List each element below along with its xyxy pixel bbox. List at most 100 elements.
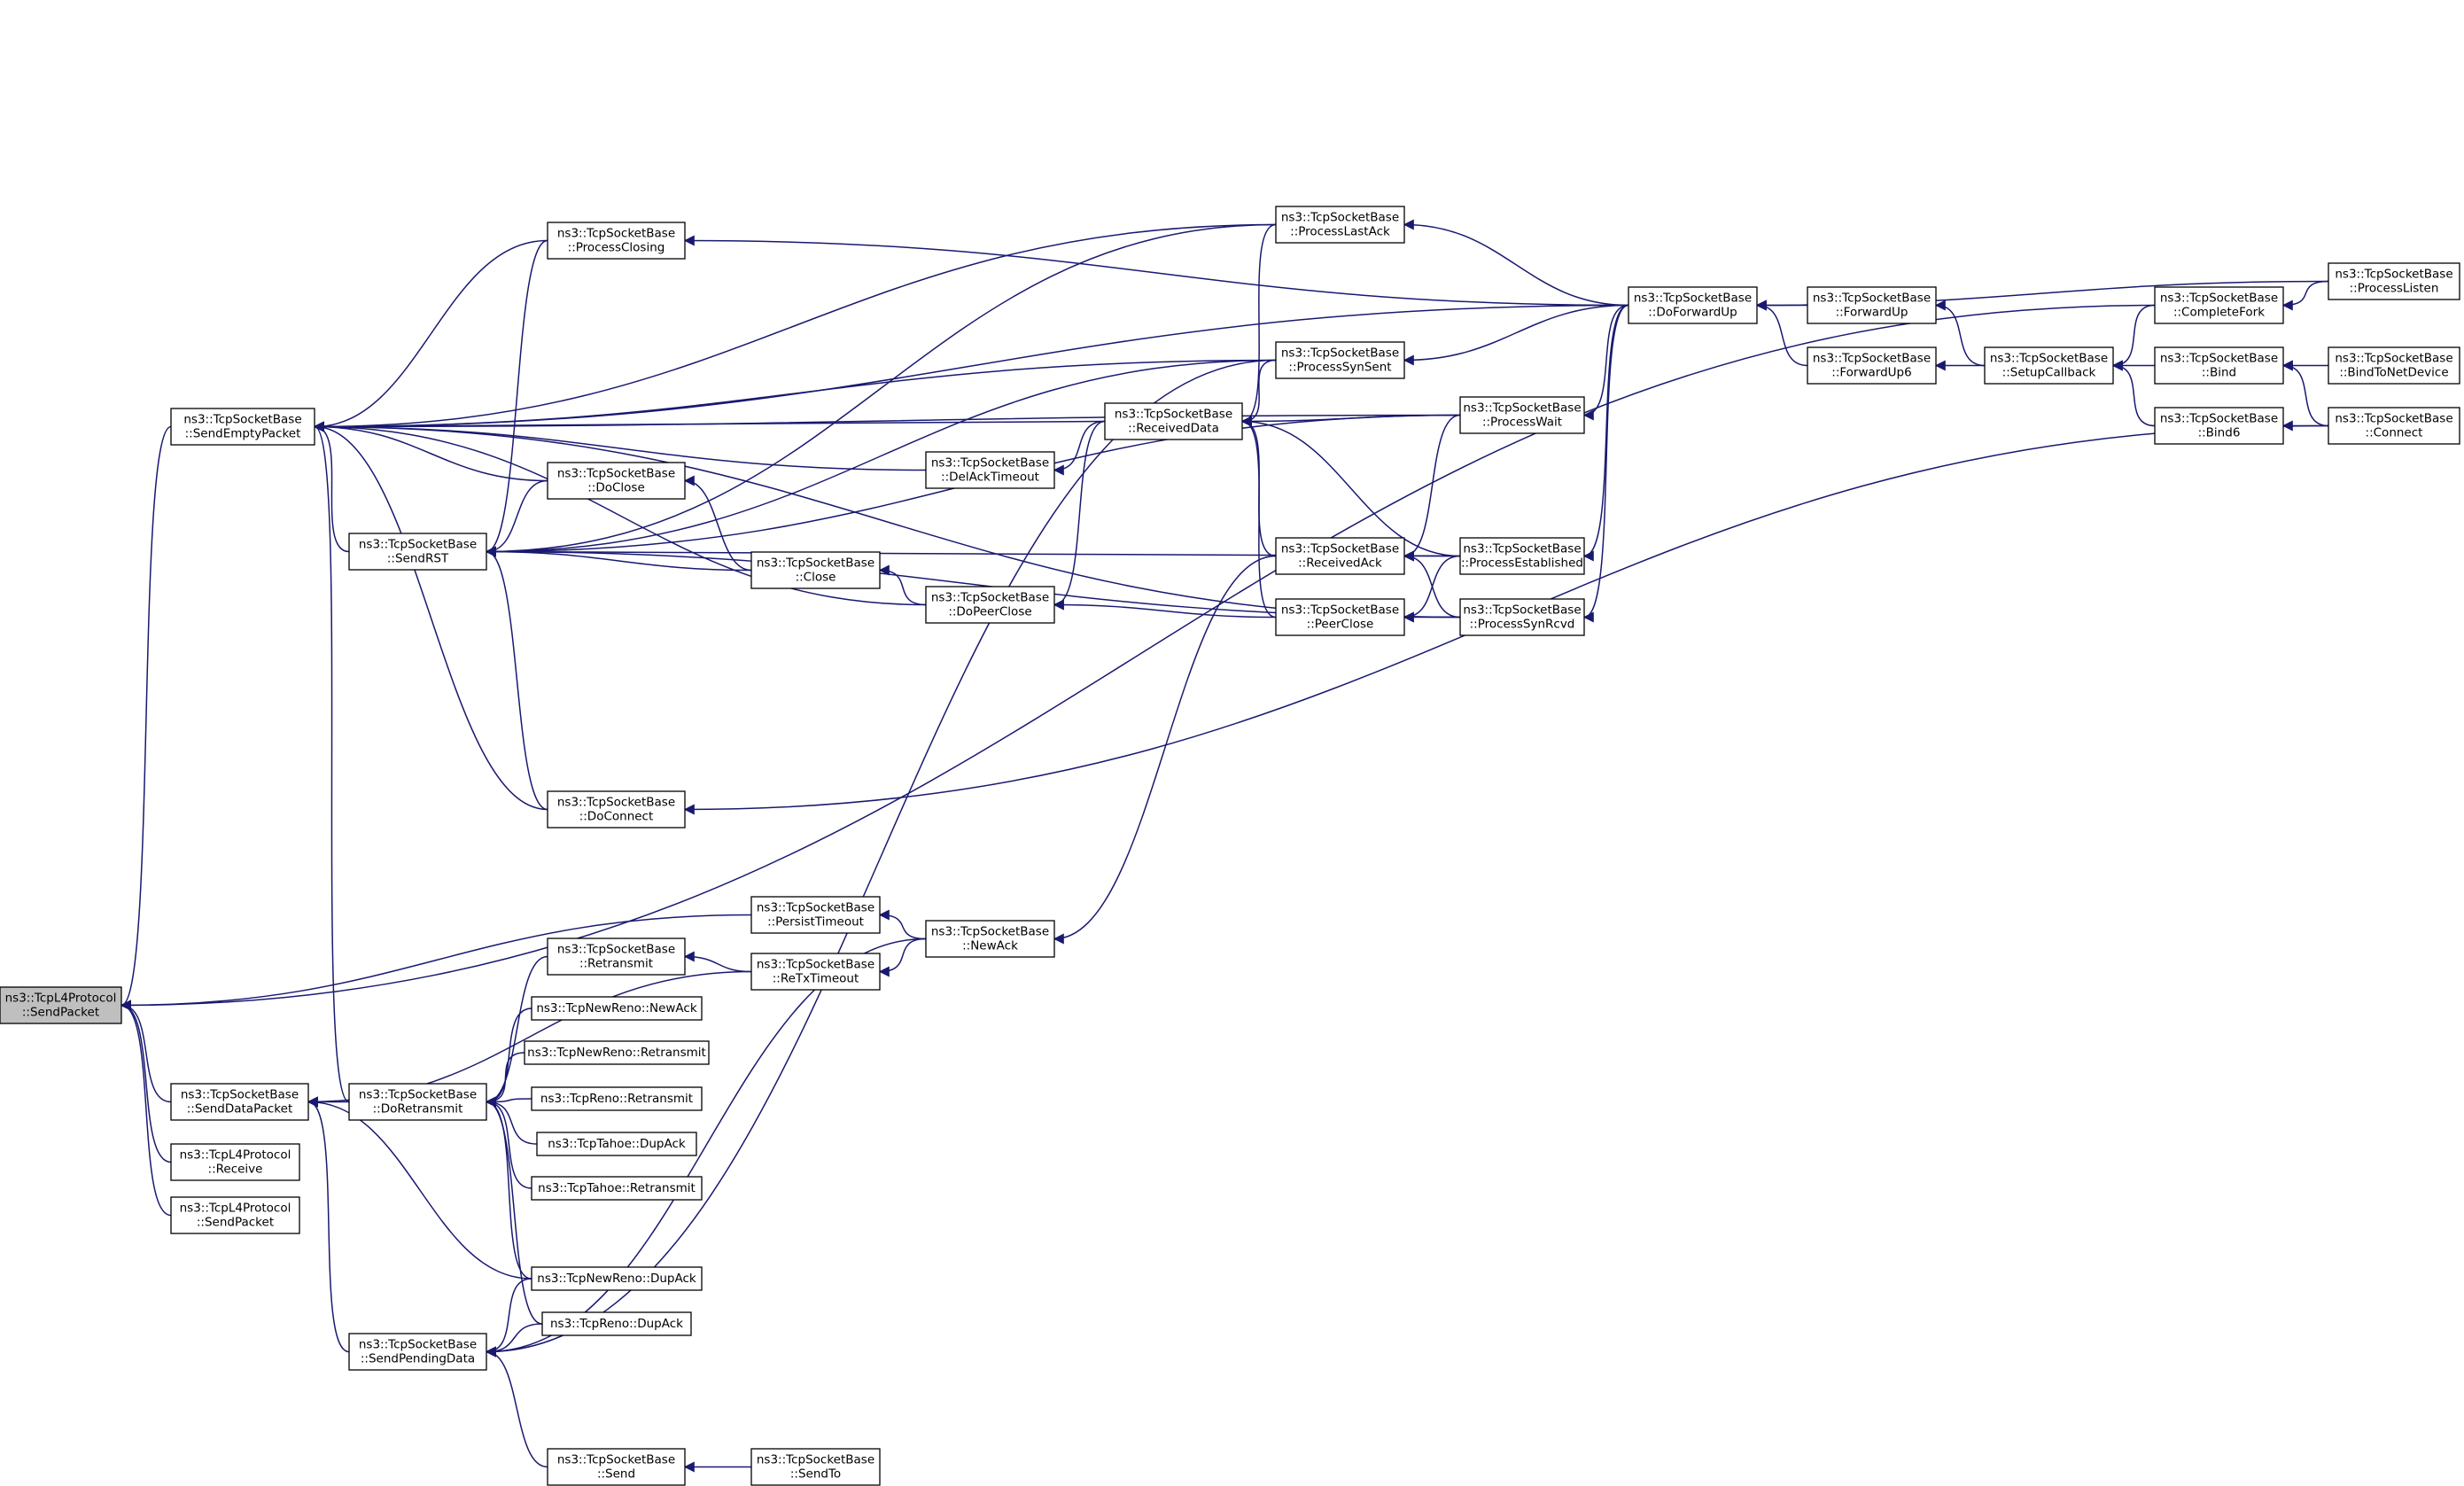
edge-processClosing-to-sendEmptyPacket: [313, 239, 548, 432]
edge-forwardUp6-to-doForwardUp: [1755, 300, 1808, 367]
node-l4SendPacket2[interactable]: ns3::TcpL4Protocol::SendPacket: [170, 1196, 300, 1234]
node-processListen[interactable]: ns3::TcpSocketBase::ProcessListen: [2328, 262, 2460, 300]
edge-renoDupAck-to-sendPendingData: [485, 1323, 543, 1358]
node-label: ns3::TcpSocketBase: [1281, 211, 1399, 225]
node-forwardUp[interactable]: ns3::TcpSocketBase::ForwardUp: [1807, 286, 1937, 324]
node-receivedAck[interactable]: ns3::TcpSocketBase::ReceivedAck: [1275, 537, 1405, 575]
edge-bind6-to-setupCallback: [2111, 360, 2156, 427]
node-box: [1459, 598, 1585, 636]
edge-newRenoNewAck-to-doRetransmit: [485, 1008, 532, 1108]
edge-tahoeRetransmit-to-doRetransmit: [485, 1096, 532, 1189]
node-box: [925, 920, 1055, 958]
node-doConnect[interactable]: ns3::TcpSocketBase::DoConnect: [547, 790, 686, 829]
node-setupCallback[interactable]: ns3::TcpSocketBase::SetupCallback: [1984, 346, 2114, 385]
node-sendTo[interactable]: ns3::TcpSocketBase::SendTo: [750, 1448, 881, 1486]
node-completeFork[interactable]: ns3::TcpSocketBase::CompleteFork: [2154, 286, 2284, 324]
node-l4Receive[interactable]: ns3::TcpL4Protocol::Receive: [170, 1143, 300, 1181]
node-label: ::CompleteFork: [2173, 306, 2265, 320]
node-label: ::Receive: [208, 1163, 263, 1177]
node-receivedData[interactable]: ns3::TcpSocketBase::ReceivedData: [1104, 402, 1243, 440]
node-label: ns3::TcpSocketBase: [2160, 292, 2278, 306]
edge-processLastAck-to-sendEmptyPacket: [313, 223, 1277, 432]
node-label: ns3::TcpSocketBase: [1813, 352, 1931, 366]
node-renoRetransmit[interactable]: ns3::TcpReno::Retransmit: [531, 1086, 703, 1111]
node-delAckTimeout[interactable]: ns3::TcpSocketBase::DelAckTimeout: [925, 451, 1055, 489]
node-connect[interactable]: ns3::TcpSocketBase::Connect: [2328, 407, 2460, 445]
node-doPeerClose[interactable]: ns3::TcpSocketBase::DoPeerClose: [925, 586, 1055, 624]
node-peerClose[interactable]: ns3::TcpSocketBase::PeerClose: [1275, 598, 1405, 636]
node-box: [750, 896, 881, 934]
node-processClosing[interactable]: ns3::TcpSocketBase::ProcessClosing: [547, 222, 686, 260]
edge-doClose-to-sendRST: [485, 479, 548, 557]
edge-close-to-doClose: [683, 475, 752, 572]
node-label: ns3::TcpSocketBase: [757, 556, 874, 571]
node-box: [1275, 341, 1405, 379]
node-renoDupAck[interactable]: ns3::TcpReno::DupAck: [541, 1311, 692, 1336]
node-tahoeRetransmit[interactable]: ns3::TcpTahoe::Retransmit: [531, 1176, 703, 1201]
node-label: ::ReceivedData: [1128, 422, 1219, 436]
node-label: ns3::TcpSocketBase: [931, 591, 1049, 605]
node-label: ns3::TcpSocketBase: [2160, 412, 2278, 426]
node-tahoeDupAck[interactable]: ns3::TcpTahoe::DupAck: [536, 1132, 697, 1156]
node-sendDataPacket[interactable]: ns3::TcpSocketBase::SendDataPacket: [170, 1083, 309, 1121]
node-bind6[interactable]: ns3::TcpSocketBase::Bind6: [2154, 407, 2284, 445]
node-box: [2154, 407, 2284, 445]
node-label: ::ForwardUp: [1836, 306, 1908, 320]
edge-processEstablished-to-peerClose: [1403, 555, 1461, 623]
node-bind[interactable]: ns3::TcpSocketBase::Bind: [2154, 346, 2284, 385]
node-box: [1459, 537, 1585, 575]
node-processEstablished[interactable]: ns3::TcpSocketBase::ProcessEstablished: [1459, 537, 1585, 575]
node-label: ::Connect: [2366, 426, 2423, 440]
node-bindToNetDevice[interactable]: ns3::TcpSocketBase::BindToNetDevice: [2328, 346, 2460, 385]
node-box: [2328, 262, 2460, 300]
node-newRenoRetransmit[interactable]: ns3::TcpNewReno::Retransmit: [524, 1040, 710, 1065]
node-label: ::ProcessSynSent: [1288, 361, 1391, 375]
node-label: ns3::TcpSocketBase: [931, 456, 1049, 471]
edge-setupCallback-to-forwardUp: [1934, 300, 1986, 367]
node-processWait[interactable]: ns3::TcpSocketBase::ProcessWait: [1459, 396, 1585, 434]
node-label: ::DoForwardUp: [1648, 306, 1737, 320]
node-label: ns3::TcpSocketBase: [1463, 603, 1581, 618]
node-reTxTimeout[interactable]: ns3::TcpSocketBase::ReTxTimeout: [750, 953, 881, 991]
node-newRenoDupAck[interactable]: ns3::TcpNewReno::DupAck: [531, 1266, 703, 1291]
node-label: ns3::TcpSocketBase: [1463, 542, 1581, 556]
node-processSynRcvd[interactable]: ns3::TcpSocketBase::ProcessSynRcvd: [1459, 598, 1585, 636]
node-doForwardUp[interactable]: ns3::TcpSocketBase::DoForwardUp: [1628, 286, 1758, 324]
node-persistTimeout[interactable]: ns3::TcpSocketBase::PersistTimeout: [750, 896, 881, 934]
edge-processLastAck-to-sendRST: [485, 223, 1277, 557]
node-label: ns3::TcpSocketBase: [183, 413, 301, 427]
node-retransmit[interactable]: ns3::TcpSocketBase::Retransmit: [547, 938, 686, 976]
node-box: [547, 222, 686, 260]
node-send[interactable]: ns3::TcpSocketBase::Send: [547, 1448, 686, 1486]
node-sendEmptyPacket[interactable]: ns3::TcpSocketBase::SendEmptyPacket: [170, 408, 315, 446]
edge-doConnect-to-sendRST: [485, 546, 548, 811]
node-box: [1275, 206, 1405, 244]
node-newAck[interactable]: ns3::TcpSocketBase::NewAck: [925, 920, 1055, 958]
node-label: ns3::TcpL4Protocol: [180, 1148, 291, 1163]
node-box: [348, 1333, 487, 1371]
node-close[interactable]: ns3::TcpSocketBase::Close: [750, 551, 881, 589]
node-label: ::DoClose: [587, 481, 645, 495]
node-doRetransmit[interactable]: ns3::TcpSocketBase::DoRetransmit: [348, 1083, 487, 1121]
node-box: [2328, 346, 2460, 385]
node-label: ::ProcessClosing: [568, 241, 665, 255]
edge-completeFork-to-setupCallback: [2111, 304, 2156, 371]
edge-doPeerClose-to-sendEmptyPacket: [313, 421, 927, 606]
node-doClose[interactable]: ns3::TcpSocketBase::DoClose: [547, 462, 686, 500]
node-processSynSent[interactable]: ns3::TcpSocketBase::ProcessSynSent: [1275, 341, 1405, 379]
edge-newRenoRetransmit-to-doRetransmit: [485, 1052, 525, 1108]
node-sendRST[interactable]: ns3::TcpSocketBase::SendRST: [348, 533, 487, 571]
node-box: [524, 1040, 710, 1065]
node-box: [925, 451, 1055, 489]
node-root[interactable]: ns3::TcpL4Protocol::SendPacket: [0, 986, 122, 1024]
node-newRenoNewAck[interactable]: ns3::TcpNewReno::NewAck: [531, 996, 703, 1021]
edge-tahoeDupAck-to-doRetransmit: [485, 1096, 538, 1145]
node-processLastAck[interactable]: ns3::TcpSocketBase::ProcessLastAck: [1275, 206, 1405, 244]
edge-newAck-to-reTxTimeout: [878, 938, 927, 977]
node-sendPendingData[interactable]: ns3::TcpSocketBase::SendPendingData: [348, 1333, 487, 1371]
node-forwardUp6[interactable]: ns3::TcpSocketBase::ForwardUp6: [1807, 346, 1937, 385]
node-box: [536, 1132, 697, 1156]
node-box: [531, 996, 703, 1021]
node-label: ns3::TcpReno::Retransmit: [540, 1092, 693, 1106]
